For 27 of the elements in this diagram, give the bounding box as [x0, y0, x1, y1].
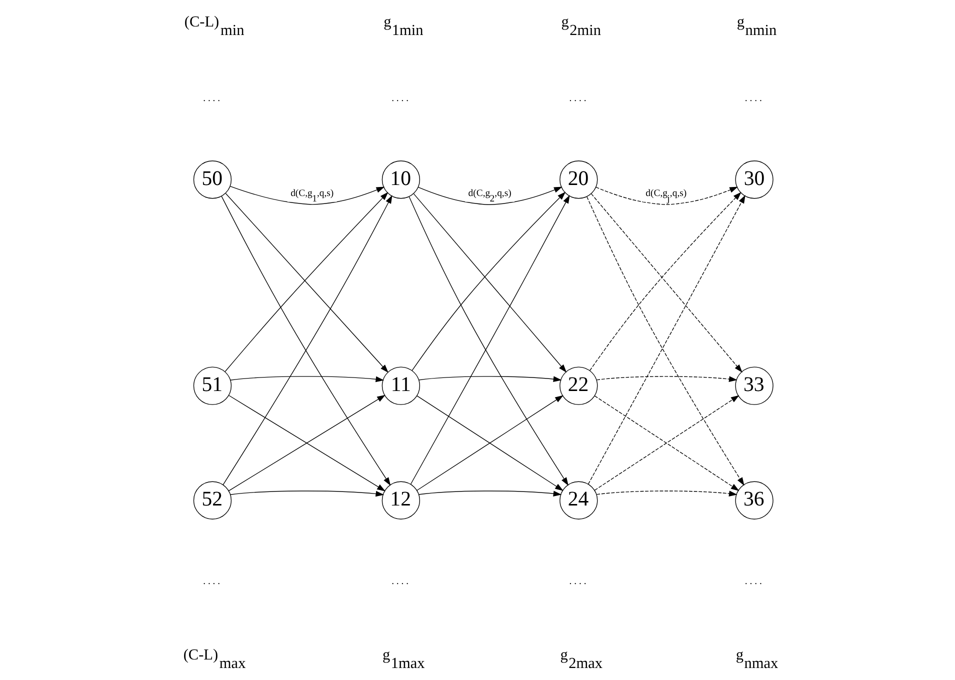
node-circle: 30 — [734, 160, 773, 199]
arrow — [230, 490, 384, 497]
arrow — [418, 376, 562, 382]
label: . . . . — [202, 93, 220, 104]
label: . . . . — [391, 576, 408, 588]
node-circle: 50 — [192, 160, 232, 199]
label: . . . . — [568, 93, 586, 104]
label: . . . . — [744, 93, 762, 104]
node-circle: 22 — [559, 366, 598, 405]
node-circle: 51 — [192, 366, 232, 405]
node-circle: 33 — [734, 366, 773, 405]
node-circle: 11 — [381, 366, 420, 405]
node-circle: 10 — [381, 160, 420, 199]
node-circle: 20 — [559, 160, 598, 199]
node-circle: 24 — [559, 481, 598, 520]
node-circle: 52 — [192, 481, 232, 520]
arrow — [596, 376, 737, 382]
label: . . . . — [568, 576, 586, 588]
label: . . . . — [391, 93, 408, 104]
arrow — [416, 395, 563, 491]
node-circle: 36 — [734, 481, 773, 520]
label: . . . . — [744, 576, 762, 588]
arrow — [230, 376, 384, 382]
label: . . . . — [202, 576, 220, 588]
arrow — [418, 490, 562, 497]
node-circle: 12 — [381, 481, 420, 520]
arrow — [596, 490, 737, 496]
